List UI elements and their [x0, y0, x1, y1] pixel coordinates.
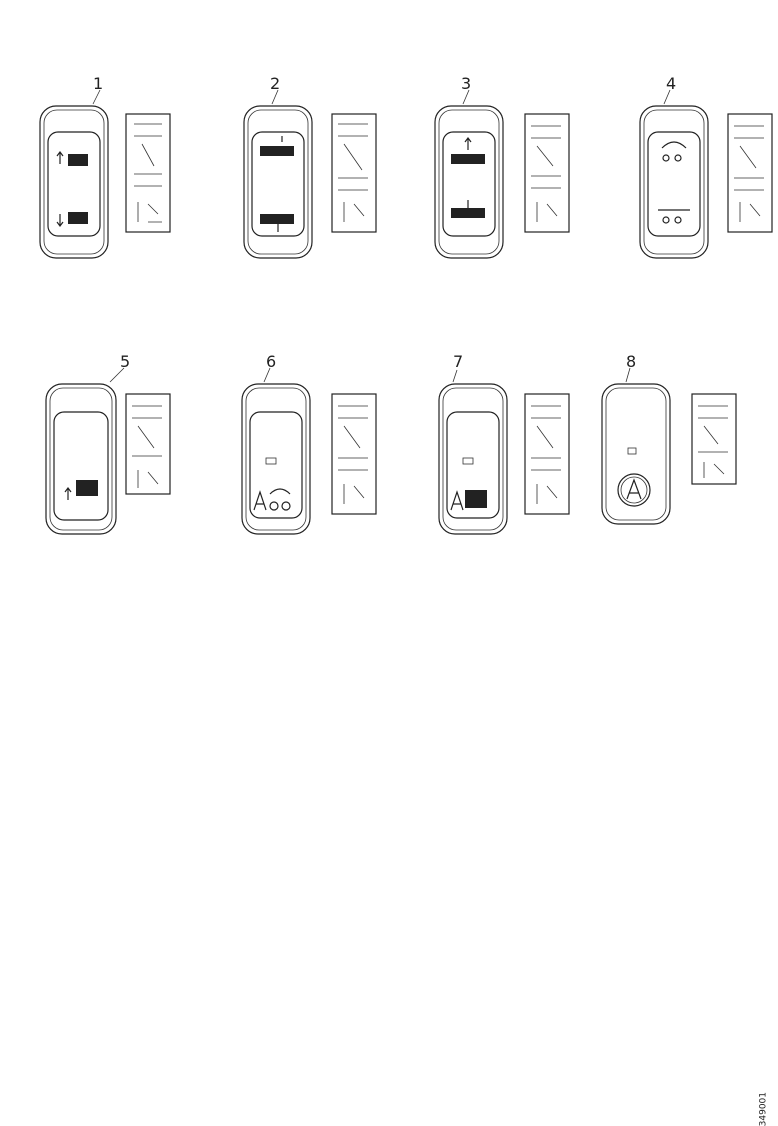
- axle-lift-down-icon: [658, 209, 690, 224]
- indicator-lamp: [462, 457, 474, 465]
- switch-3: 3: [433, 74, 583, 259]
- switch-1: 1: [38, 74, 188, 259]
- auto-circle-icon: [617, 473, 651, 507]
- rocker-switch-diagram: [434, 89, 570, 259]
- circuit-diagram: [331, 393, 377, 515]
- callout-number: 5: [120, 352, 131, 371]
- circuit-diagram: [691, 393, 737, 485]
- circuit-diagram: [125, 113, 171, 233]
- callout-number: 1: [93, 74, 104, 93]
- switch-6: 6: [240, 352, 390, 535]
- callout-number: 7: [453, 352, 464, 371]
- bus-down-icon: [451, 200, 485, 218]
- switch-4: 4: [638, 74, 778, 259]
- callout-number: 3: [461, 74, 472, 93]
- switch-8: 8: [600, 352, 750, 532]
- truck-up-icon: [56, 151, 88, 166]
- rocker-switch-diagram: [639, 89, 773, 259]
- switch-7: 7: [437, 352, 587, 535]
- indicator-lamp: [627, 447, 637, 455]
- circuit-diagram: [727, 113, 773, 233]
- rocker-switch-diagram: [243, 89, 377, 259]
- circuit-diagram: [524, 393, 570, 515]
- rocker-switch-diagram: [438, 369, 570, 535]
- rocker-switch-diagram: [45, 367, 171, 535]
- truck-down-icon: [56, 212, 88, 227]
- figure-reference: 349001: [758, 1092, 768, 1126]
- circuit-diagram: [524, 113, 570, 233]
- axle-lift-up-icon: [661, 141, 687, 162]
- auto-axle-icon: [253, 488, 291, 511]
- bus-lower-icon: [260, 214, 294, 232]
- rocker-switch-diagram: [39, 89, 171, 259]
- callout-number: 2: [270, 74, 281, 93]
- indicator-lamp: [265, 457, 277, 465]
- bus-upper-icon: [260, 136, 294, 156]
- rocker-switch-diagram: [601, 367, 737, 525]
- auto-truck-icon: [450, 490, 487, 511]
- switch-2: 2: [242, 74, 392, 259]
- callout-number: 6: [266, 352, 277, 371]
- rocker-switch-diagram: [241, 367, 377, 535]
- circuit-diagram: [125, 393, 171, 495]
- truck-up-icon: [64, 480, 98, 500]
- bus-up-icon: [451, 137, 485, 164]
- callout-number: 8: [626, 352, 637, 371]
- switch-5: 5: [44, 352, 194, 535]
- callout-number: 4: [666, 74, 677, 93]
- circuit-diagram: [331, 113, 377, 233]
